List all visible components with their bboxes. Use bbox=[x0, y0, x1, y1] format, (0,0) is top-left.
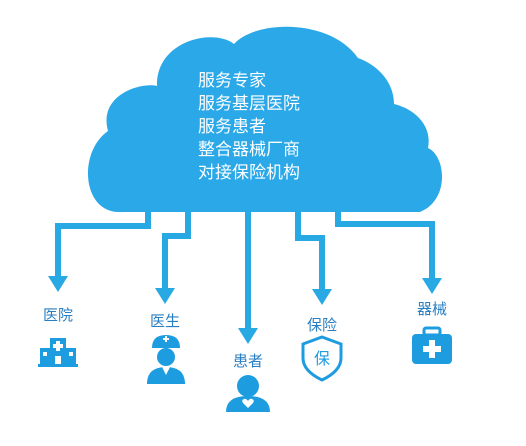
cloud-line-1: 服务专家 bbox=[198, 71, 266, 91]
doctor-icon bbox=[147, 335, 185, 384]
node-label-equipment: 器械 bbox=[417, 300, 447, 318]
connectors bbox=[55, 210, 435, 330]
node-labels: 医院 医生 患者 保险 器械 bbox=[43, 300, 447, 370]
insurance-shield-icon: 保 bbox=[301, 335, 343, 382]
insurance-shield-glyph: 保 bbox=[314, 349, 330, 368]
cloud-text-block: 服务专家 服务基层医院 服务患者 整合器械厂商 对接保险机构 bbox=[198, 71, 300, 183]
cloud-shape bbox=[87, 26, 443, 212]
cloud-body bbox=[87, 26, 443, 212]
patient-icon bbox=[226, 375, 270, 412]
connector-hospital bbox=[55, 210, 151, 278]
hospital-building-icon bbox=[38, 338, 78, 367]
medical-kit-icon bbox=[412, 326, 452, 364]
arrowhead-equipment bbox=[422, 278, 442, 294]
arrowhead-doctor bbox=[155, 288, 175, 304]
cloud-line-2: 服务基层医院 bbox=[198, 94, 300, 114]
connector-equipment bbox=[335, 210, 435, 280]
node-label-hospital: 医院 bbox=[43, 306, 73, 324]
arrowhead-patient bbox=[238, 328, 258, 344]
cloud-line-4: 整合器械厂商 bbox=[198, 140, 300, 160]
node-label-doctor: 医生 bbox=[150, 312, 180, 330]
node-label-insurance: 保险 bbox=[307, 316, 337, 334]
cloud-line-3: 服务患者 bbox=[198, 117, 266, 137]
arrowhead-insurance bbox=[312, 289, 332, 305]
cloud-line-5: 对接保险机构 bbox=[198, 163, 300, 183]
connector-insurance bbox=[295, 210, 325, 291]
connector-doctor bbox=[162, 210, 191, 290]
node-label-patient: 患者 bbox=[233, 352, 263, 370]
arrowhead-hospital bbox=[48, 276, 68, 292]
arrowheads bbox=[48, 276, 442, 344]
